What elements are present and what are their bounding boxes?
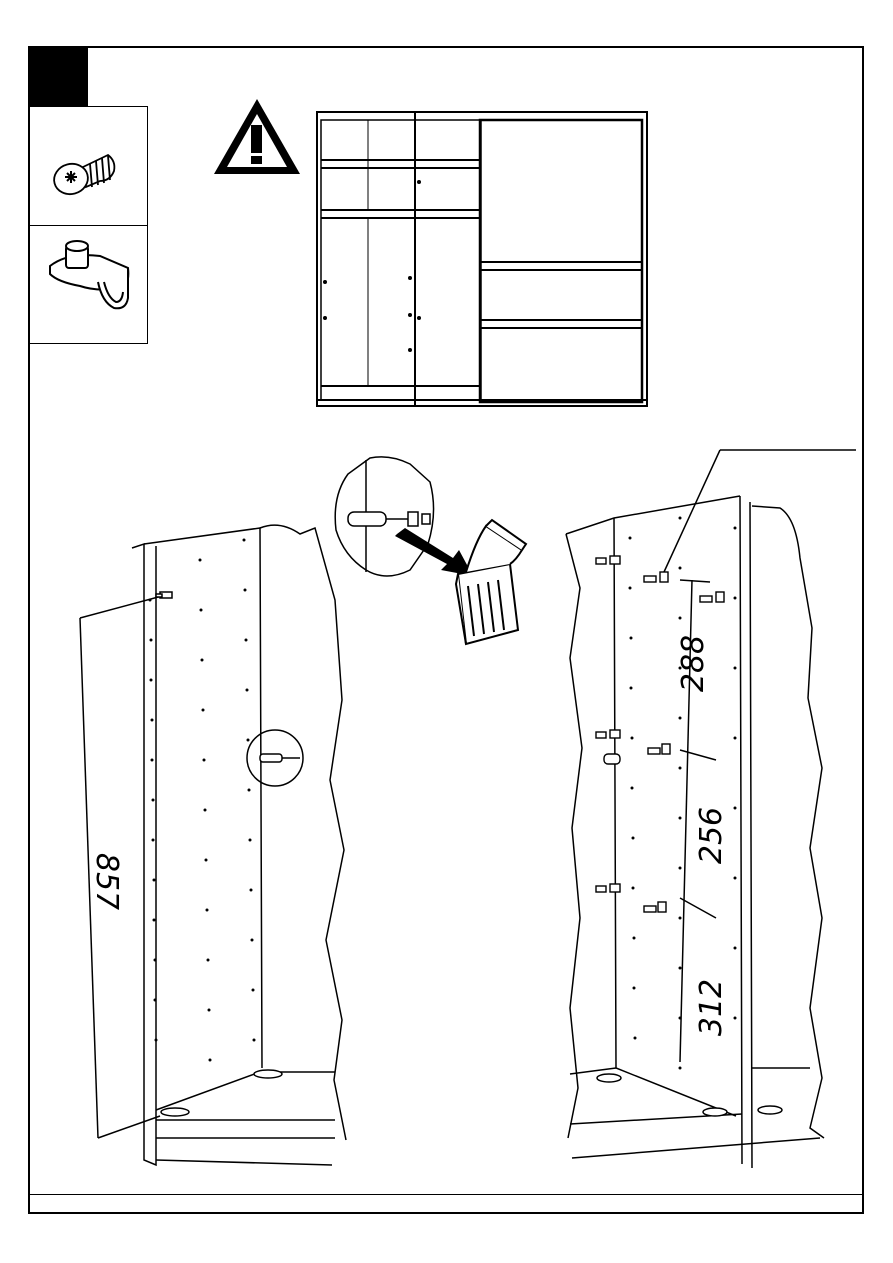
- screw-icon: [28, 107, 147, 225]
- dimension-312: 312: [694, 979, 729, 1036]
- dimension-857: 857: [89, 853, 124, 910]
- parts-panel: [28, 106, 148, 344]
- dimension-256: 256: [694, 807, 729, 864]
- trash-bin-icon: [452, 520, 532, 660]
- part-screw-cell: [28, 107, 147, 226]
- warning-triangle-icon: [212, 97, 302, 177]
- step-number-box: [28, 46, 88, 106]
- wardrobe-overview-diagram: [315, 110, 655, 410]
- footer-divider: [28, 1194, 864, 1195]
- hole-row: [149, 539, 256, 1062]
- left-side-panel-diagram: [120, 520, 350, 1170]
- dimension-288: 288: [676, 635, 711, 692]
- shelf-support-icon: [28, 226, 147, 344]
- part-pin-cell: [28, 226, 147, 344]
